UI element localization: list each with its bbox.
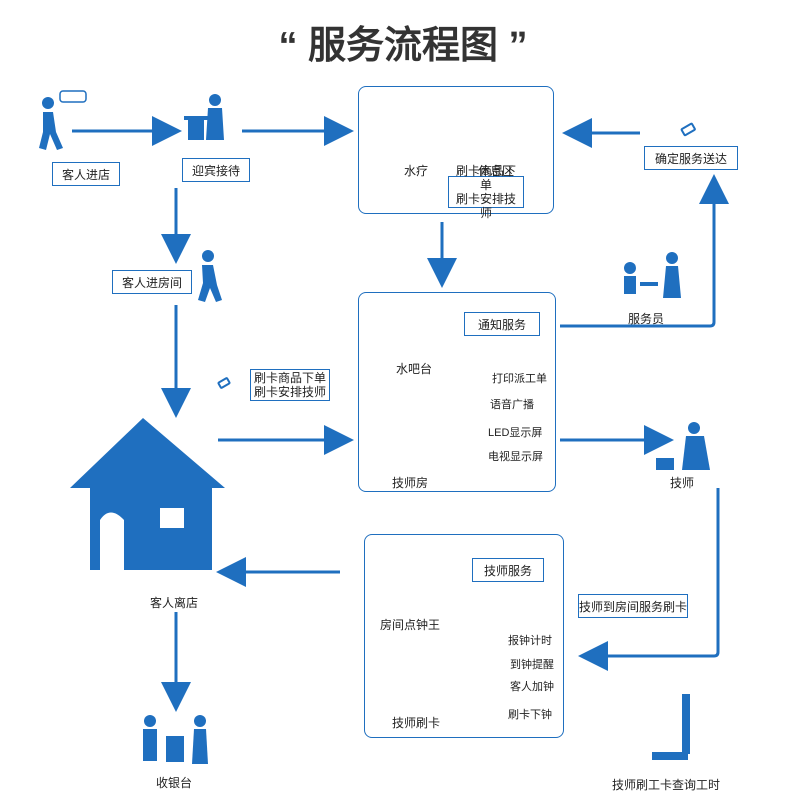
swipe-order-box-1: 刷卡商品下单刷卡安排技师 bbox=[448, 164, 524, 220]
notify-item: LED显示屏 bbox=[488, 427, 543, 439]
arrow-tech-to-service bbox=[578, 488, 720, 671]
enter-node: 客人进店 bbox=[52, 162, 120, 186]
card-icon bbox=[217, 377, 231, 389]
waiter-serving-icon bbox=[624, 252, 681, 298]
card-icon bbox=[680, 122, 696, 137]
house-icon bbox=[70, 418, 225, 570]
tech-service-node: 技师服务 bbox=[472, 558, 544, 582]
notify-item: 打印派工单 bbox=[492, 373, 547, 385]
tech-room-label: 技师房 bbox=[392, 476, 429, 490]
tech-label: 技师 bbox=[670, 476, 695, 490]
leave-label: 客人离店 bbox=[150, 596, 199, 610]
receptionist-icon bbox=[184, 94, 224, 140]
tech-card-to-room-node: 技师到房间服务刷卡 bbox=[578, 594, 688, 618]
tech-card-label: 技师刷卡 bbox=[392, 716, 441, 730]
swipe-order-box-2: 刷卡商品下单刷卡安排技师 bbox=[250, 369, 330, 401]
cashier-icon bbox=[143, 715, 208, 764]
arrow-notify-to-confirm bbox=[560, 174, 729, 328]
service-item: 到钟提醒 bbox=[510, 659, 554, 671]
water-bar-label: 水吧台 bbox=[396, 362, 433, 376]
service-item: 客人加钟 bbox=[510, 681, 554, 693]
tech-query-label: 技师刷工卡查询工时 bbox=[612, 778, 721, 792]
service-item: 刷卡下钟 bbox=[508, 709, 552, 721]
rest-label: 休息区 bbox=[478, 164, 515, 178]
notify-item: 语音广播 bbox=[490, 399, 534, 411]
cashier-label: 收银台 bbox=[156, 776, 193, 790]
confirm-node: 确定服务送达 bbox=[644, 146, 738, 170]
tech-person-icon bbox=[656, 422, 710, 470]
greet-node: 迎宾接待 bbox=[182, 158, 250, 182]
walking-person-icon bbox=[39, 90, 87, 150]
hydro-label: 水疗 bbox=[404, 164, 429, 178]
query-terminal-icon bbox=[652, 694, 690, 760]
notify-node: 通知服务 bbox=[464, 312, 540, 336]
service-item: 报钟计时 bbox=[508, 635, 552, 647]
page-title: “ 服务流程图 ” bbox=[278, 25, 528, 67]
waiter-label: 服务员 bbox=[628, 312, 665, 326]
notify-item: 电视显示屏 bbox=[488, 451, 543, 463]
to-room-node: 客人进房间 bbox=[112, 270, 192, 294]
room-clock-label: 房间点钟王 bbox=[380, 618, 441, 632]
walking-person-room-icon bbox=[198, 250, 222, 302]
